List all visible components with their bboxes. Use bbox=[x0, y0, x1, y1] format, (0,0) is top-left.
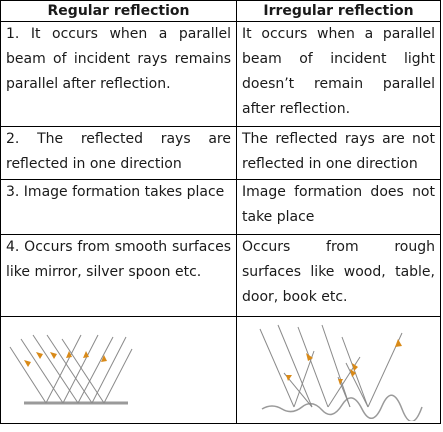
incident-rays bbox=[259, 324, 369, 408]
header-regular-reflection: Regular reflection bbox=[0, 0, 237, 22]
arrow-heads bbox=[286, 339, 402, 385]
regular-cell-2: 2. The reflected rays are reflected in o… bbox=[0, 126, 237, 180]
irregular-cell-3: Image formation does not take place bbox=[236, 179, 441, 235]
irregular-cell-4: Occurs from rough surfaces like wood, ta… bbox=[236, 234, 441, 317]
irregular-cell-2: The reflected rays are not reflected in … bbox=[236, 126, 441, 180]
table-row: 3. Image formation takes place Image for… bbox=[0, 179, 441, 235]
irregular-diagram-cell bbox=[236, 316, 441, 424]
regular-cell-4: 4. Occurs from smooth surfaces like mirr… bbox=[0, 234, 237, 317]
reflected-rays bbox=[45, 334, 133, 404]
arrow-heads bbox=[24, 351, 107, 367]
header-irregular-reflection: Irregular reflection bbox=[236, 0, 441, 22]
header-row: Regular reflection Irregular reflection bbox=[0, 0, 441, 22]
table-row: 4. Occurs from smooth surfaces like mirr… bbox=[0, 234, 441, 317]
comparison-table: Regular reflection Irregular reflection … bbox=[0, 0, 441, 424]
incident-rays bbox=[9, 334, 105, 404]
diagram-row bbox=[0, 316, 441, 424]
rough-surface bbox=[261, 394, 423, 421]
regular-reflection-diagram-icon bbox=[9, 334, 133, 405]
irregular-reflection-diagram-icon bbox=[259, 324, 423, 421]
table-row: 2. The reflected rays are reflected in o… bbox=[0, 126, 441, 180]
scattered-rays bbox=[283, 332, 403, 408]
regular-cell-1: 1. It occurs when a parallel beam of inc… bbox=[0, 21, 237, 127]
regular-diagram-cell bbox=[0, 316, 237, 424]
regular-cell-3: 3. Image formation takes place bbox=[0, 179, 237, 235]
irregular-cell-1: It occurs when a parallel beam of incide… bbox=[236, 21, 441, 127]
table-row: 1. It occurs when a parallel beam of inc… bbox=[0, 21, 441, 127]
